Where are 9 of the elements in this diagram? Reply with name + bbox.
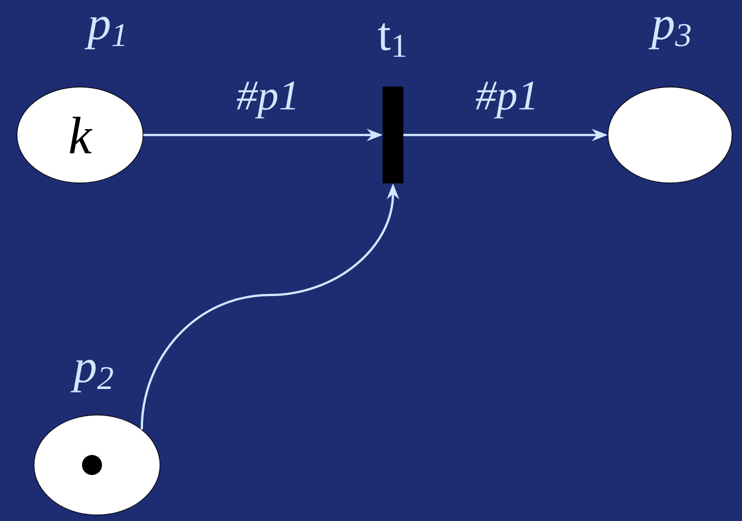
place-label: t$_{1}$: [378, 23, 406, 57]
place-label: p$_{2}$: [70, 360, 113, 392]
transition-bar: [382, 86, 404, 184]
edge-label: #p1: [476, 82, 534, 118]
place-label: p$_{1}$: [84, 16, 124, 50]
place-ellipse: [34, 414, 160, 516]
place-label: p$_{3}$: [648, 16, 691, 50]
place-ellipse: [608, 86, 732, 184]
edge-label: #p1: [236, 82, 296, 118]
